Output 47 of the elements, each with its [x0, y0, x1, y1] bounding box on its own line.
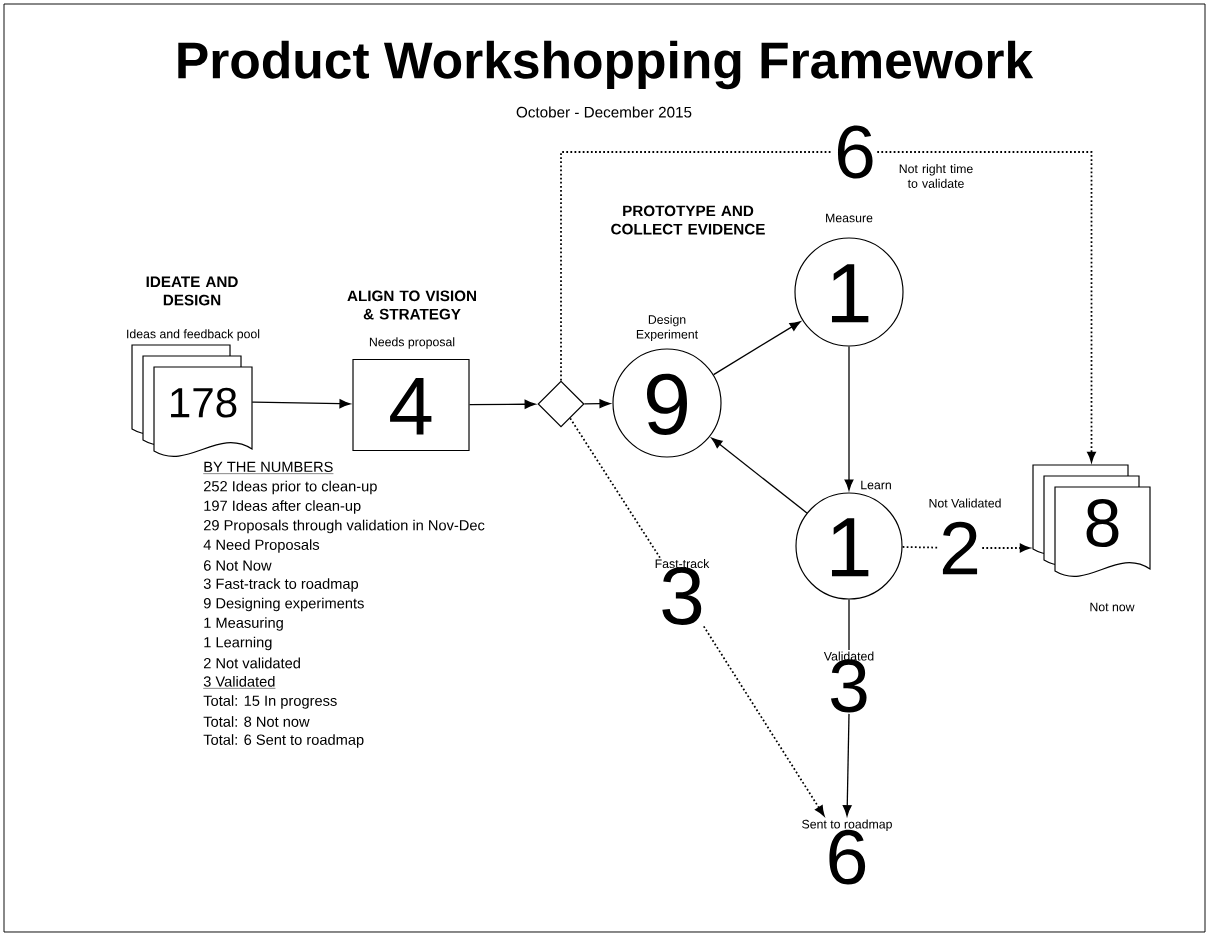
node-caption: Not right time to validate	[899, 164, 973, 188]
decision-diamond	[537, 380, 585, 428]
list-item: 4 Need Proposals	[203, 539, 320, 553]
arrow	[844, 345, 854, 491]
node-caption: Learn	[861, 480, 891, 490]
list-item: 6 Not Now	[204, 560, 272, 571]
stage-heading: PROTOTYPE AND COLLECT EVIDENCE	[611, 205, 765, 235]
arrow	[468, 399, 536, 409]
node-caption: Ideas and feedback pool	[127, 329, 260, 341]
node-caption: Needs proposal	[369, 337, 455, 349]
node-caption: Not Validated	[929, 498, 1001, 508]
arrow	[583, 399, 611, 409]
node-caption: Not now	[1090, 602, 1135, 612]
title: Product Workshopping Framework	[178, 40, 1034, 90]
list-item: Total: 15 In progress	[203, 695, 337, 709]
stage-heading: IDEATE AND DESIGN	[146, 276, 238, 306]
arrow	[981, 543, 1031, 553]
stage-heading: ALIGN TO VISION & STRATEGY	[347, 290, 476, 320]
subtitle: October - December 2015	[516, 106, 692, 118]
node-caption: Measure	[826, 213, 873, 223]
list-item: 3 Fast-track to roadmap	[203, 578, 359, 592]
list-item: 2 Not validated	[204, 657, 300, 669]
list-item: 9 Designing experiments	[203, 597, 364, 612]
arrow	[712, 321, 801, 376]
list-item: Total: 8 Not now	[203, 716, 310, 727]
count-label: 2	[942, 521, 978, 575]
list-item: 252 Ideas prior to clean-up	[204, 480, 377, 495]
arrow	[711, 437, 808, 514]
arrow	[876, 151, 1096, 463]
count-label: Sent to roadmap 6	[802, 819, 892, 885]
count-label: Fast-track 3	[655, 559, 710, 625]
count-label: 6	[837, 125, 873, 179]
list-item: 3 Validated	[203, 675, 276, 689]
list-item: Total: 6 Sent to roadmap	[203, 734, 364, 748]
arrow	[251, 399, 351, 409]
arrow	[842, 713, 852, 817]
process-box: 4	[352, 358, 470, 452]
list-item: 197 Ideas after clean-up	[204, 500, 361, 514]
document-stack: 178	[131, 344, 253, 457]
document-stack: 8	[1032, 464, 1151, 577]
list-item: 29 Proposals through validation in Nov-Dec	[204, 519, 485, 534]
list-item: 1 Learning	[204, 636, 272, 651]
arrow	[702, 625, 825, 816]
list-item: 1 Measuring	[204, 617, 283, 631]
list-heading: BY THE NUMBERS	[203, 461, 334, 474]
count-label: Validated 3	[823, 651, 874, 713]
node-caption: Design Experiment	[636, 314, 698, 342]
